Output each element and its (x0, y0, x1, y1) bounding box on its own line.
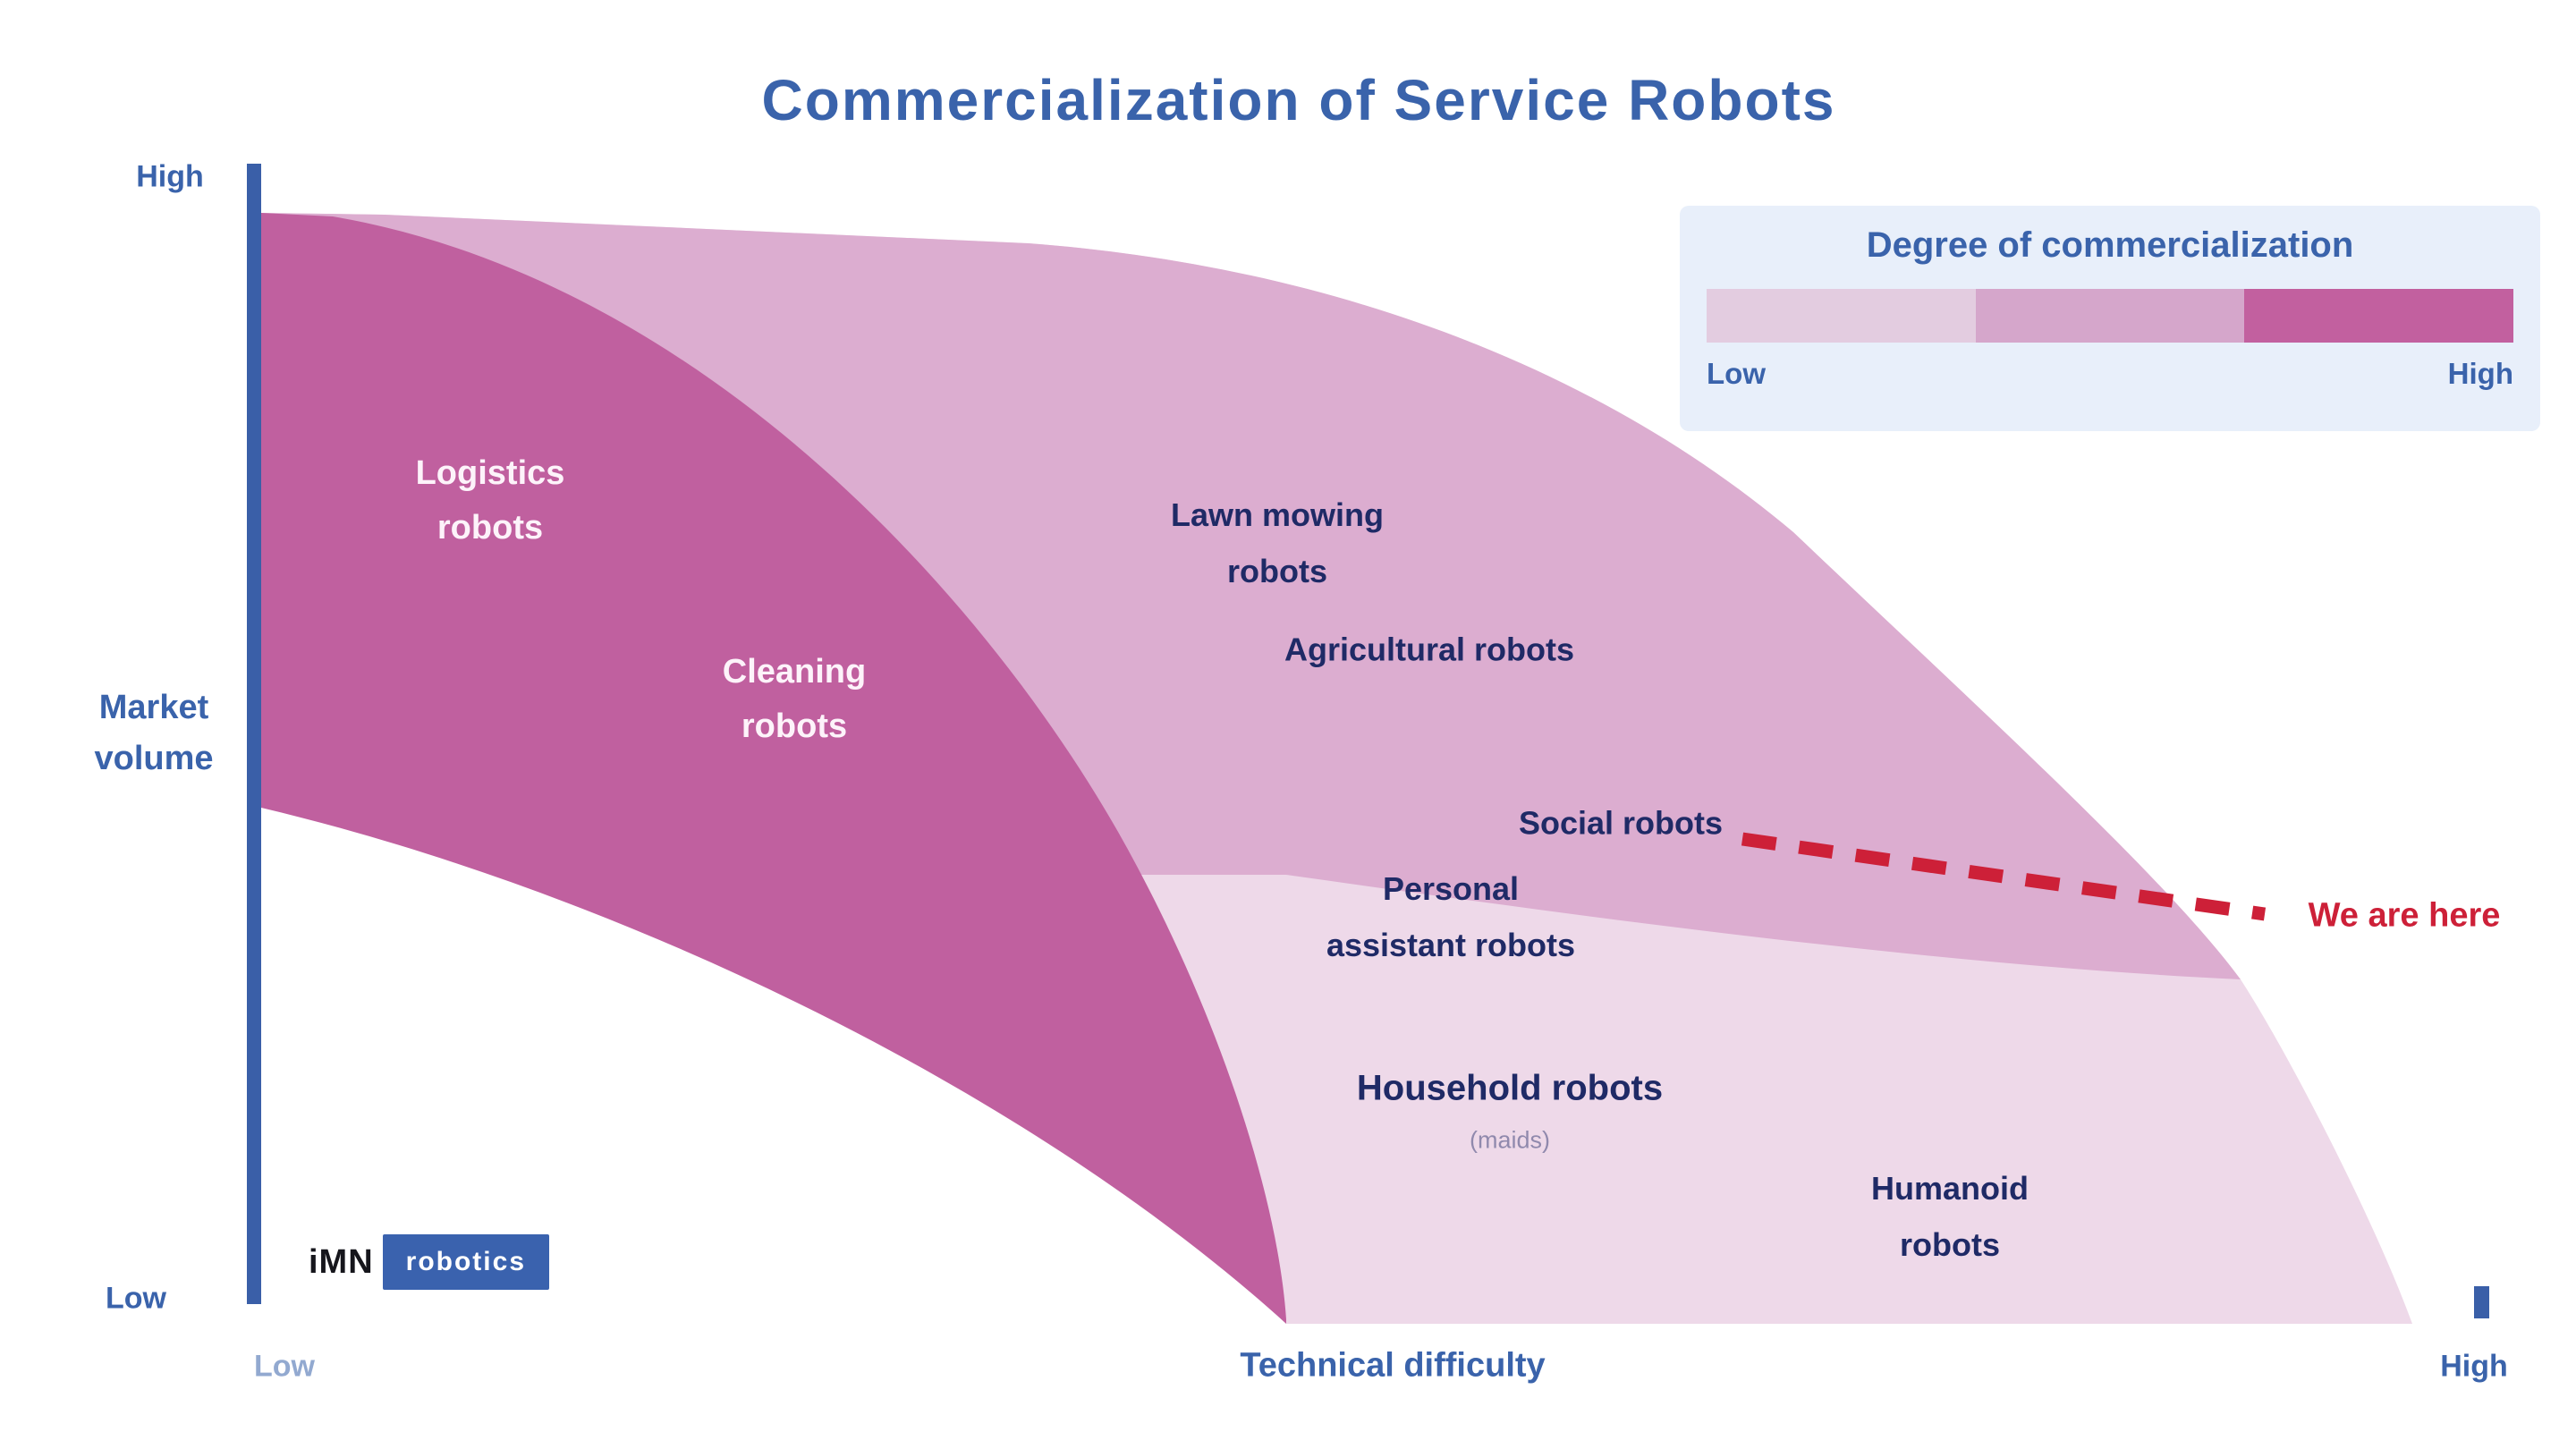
y-axis-high-tick: High (136, 159, 204, 194)
label-cleaning-line2: robots (741, 708, 848, 745)
label-logistics-line2: robots (436, 509, 544, 547)
we-are-here-annotation: We are here (2308, 896, 2501, 935)
label-lawn-line2: robots (1227, 553, 1327, 589)
y-axis-title: Market volume (94, 682, 213, 784)
legend-title: Degree of commercialization (1866, 225, 2354, 265)
y-axis-low-tick: Low (106, 1281, 166, 1316)
label-lawn-line1: Lawn mowing (1171, 496, 1384, 533)
legend-segment-high (2244, 289, 2514, 343)
label-social-robots: Social robots (1518, 804, 1724, 842)
x-axis-high-tick: High (2440, 1349, 2508, 1384)
y-axis-title-line1: Market (98, 689, 209, 726)
legend: Degree of commercialization Low High (1680, 206, 2540, 431)
chart-title: Commercialization of Service Robots (761, 68, 1836, 132)
legend-segment-low (1707, 289, 1976, 343)
label-humanoid-line1: Humanoid (1871, 1170, 2029, 1207)
label-household-main: Household robots (1356, 1068, 1664, 1108)
watermark-logo: iMN robotics (309, 1234, 550, 1290)
label-household-robots: Household robots (maids) (1357, 1056, 1663, 1161)
label-logistics-line1: Logistics (415, 454, 565, 493)
legend-low-label: Low (1707, 357, 1766, 390)
label-assistant-line1: Personal (1382, 870, 1520, 907)
x-axis-title: Technical difficulty (1240, 1346, 1546, 1385)
inner-white-region (261, 808, 1286, 1324)
label-humanoid-line2: robots (1900, 1226, 2000, 1263)
label-cleaning-robots: Cleaning robots (723, 645, 866, 754)
x-axis-end-tick (2474, 1286, 2489, 1318)
label-logistics-robots: Logistics robots (416, 446, 565, 555)
label-assistant-line2: assistant robots (1326, 927, 1576, 963)
legend-high-label: High (2447, 357, 2513, 390)
label-cleaning-line1: Cleaning (722, 653, 867, 691)
y-axis-line (247, 164, 261, 1304)
x-axis-low-tick: Low (254, 1349, 315, 1384)
y-axis-title-line2: volume (94, 740, 214, 777)
legend-scale-labels: Low High (1707, 357, 2513, 391)
label-humanoid-robots: Humanoid robots (1871, 1160, 2029, 1273)
watermark-text: iMN (309, 1242, 374, 1281)
watermark-badge: robotics (382, 1234, 550, 1290)
legend-segment-medium (1975, 289, 2245, 343)
label-personal-assistant-robots: Personal assistant robots (1326, 860, 1575, 973)
label-lawn-mowing-robots: Lawn mowing robots (1171, 487, 1384, 599)
legend-gradient-bar (1707, 289, 2514, 343)
label-household-sub: (maids) (1469, 1126, 1550, 1154)
label-agricultural-robots: Agricultural robots (1284, 631, 1575, 668)
we-are-here-dashed-line (1741, 832, 2267, 921)
